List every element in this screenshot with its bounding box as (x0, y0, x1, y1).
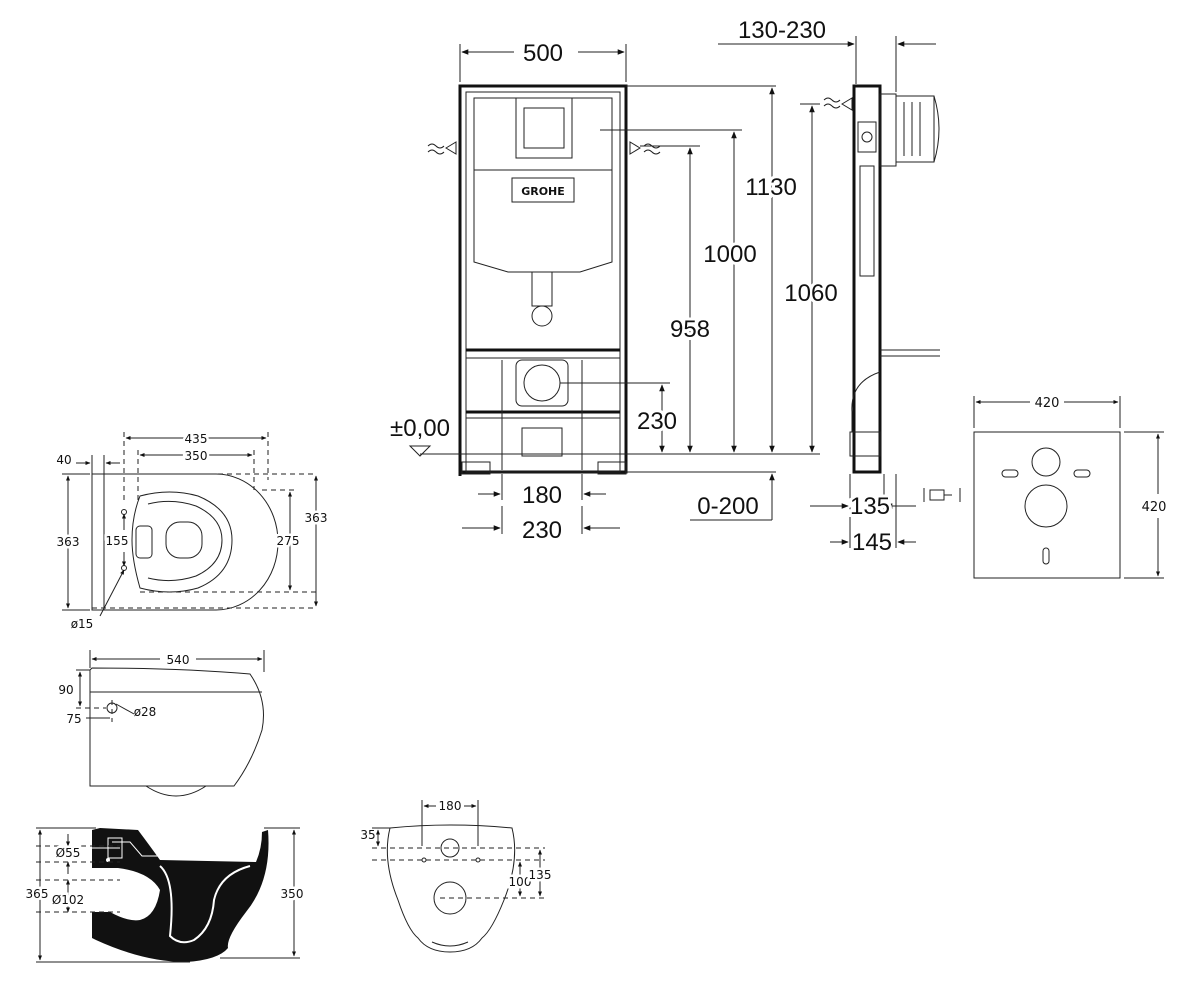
bowl-top-outline (91, 473, 279, 611)
flush-actuator (879, 93, 897, 167)
bowl-dim-155: 155 (106, 534, 129, 548)
bowl-dim-363-left: 363 (57, 535, 80, 549)
rear-inlet (440, 838, 460, 858)
bowl-rear-outline (386, 824, 516, 953)
dim-side-135: 135 (850, 493, 890, 520)
left-foot (461, 461, 491, 475)
rear-dim-100: 100 (509, 875, 532, 889)
bowl-top-rim (131, 491, 233, 593)
dim-height-958: 958 (670, 316, 710, 343)
plate-hole-bottom (1024, 484, 1068, 528)
floor-level-label: ±0,00 (390, 415, 450, 442)
plate-dim-width: 420 (1035, 396, 1060, 411)
frame-outline (458, 84, 628, 474)
plate-outline (973, 431, 1121, 579)
bowl-section-body (92, 828, 269, 962)
bowl-side-base (145, 785, 207, 797)
plate-slot-left (1001, 469, 1019, 478)
bowl-side-outline (89, 667, 264, 787)
bowl-dim-75: 75 (66, 712, 81, 726)
bowl-dim-365: 365 (26, 887, 49, 901)
dim-depth-130-230: 130-230 (738, 17, 826, 44)
rear-dim-135: 135 (529, 868, 552, 882)
bowl-dim-d102: Ø102 (52, 893, 84, 907)
dim-height-1060: 1060 (784, 280, 837, 307)
side-frame-post (852, 84, 882, 474)
dim-side-145: 145 (852, 529, 892, 556)
dim-height-1130: 1130 (745, 174, 797, 201)
plate-dim-height: 420 (1142, 500, 1167, 515)
dim-height-230: 230 (637, 408, 677, 435)
brand-text: GROHE (521, 185, 565, 198)
brand-logo (511, 177, 575, 203)
bolt-icon (929, 489, 945, 501)
cistern (473, 97, 613, 273)
right-foot (597, 461, 627, 475)
side-waste-bend (851, 371, 881, 433)
bowl-dim-d15: ø15 (71, 617, 94, 631)
dim-width-500: 500 (523, 40, 563, 67)
bowl-dim-40: 40 (56, 453, 71, 467)
rear-dim-35: 35 (360, 828, 375, 842)
bowl-dim-350-section: 350 (281, 887, 304, 901)
plate-slot-right (1073, 469, 1091, 478)
water-inlet-right (629, 141, 641, 155)
bowl-dim-d55: Ø55 (56, 846, 81, 860)
flush-pipe (531, 271, 553, 307)
flush-inlet (135, 525, 153, 559)
flush-plate-opening (515, 97, 573, 159)
rear-outlet (433, 881, 467, 915)
bowl-top-view: 435 350 40 363 363 275 155 ø15 (54, 430, 330, 632)
bowl-top-hole (165, 521, 203, 559)
bowl-section-view: Ø55 Ø102 365 350 (23, 827, 306, 963)
bowl-dim-d28: ø28 (134, 705, 157, 719)
rear-dim-180: 180 (439, 799, 462, 813)
side-bracket (857, 121, 877, 153)
water-inlet-left (445, 141, 457, 155)
dim-height-1000: 1000 (703, 241, 756, 268)
soundproof-plate: 420 420 (973, 396, 1167, 579)
bowl-dim-90: 90 (58, 683, 73, 697)
dim-spacing-180: 180 (522, 482, 562, 509)
waste-pipe (521, 427, 563, 457)
plate-hole-top (1031, 447, 1061, 477)
bowl-dim-275: 275 (277, 534, 300, 548)
bowl-dim-350: 350 (185, 449, 208, 463)
dim-adjust-0-200: 0-200 (697, 493, 758, 520)
floor-level-marker (408, 445, 432, 457)
plate-slot-bottom (1042, 547, 1050, 565)
bowl-rear-view: 180 35 100 135 (360, 799, 554, 953)
bowl-dim-435: 435 (185, 432, 208, 446)
frame-side-view: 130-230 1060 135 145 (718, 17, 961, 559)
bowl-dim-540: 540 (167, 653, 190, 667)
bowl-dim-363-right: 363 (305, 511, 328, 525)
bowl-side-view: 540 90 75 ø28 (58, 650, 265, 797)
frame-front-view: GROHE 500 1130 (390, 40, 820, 544)
dim-spacing-230: 230 (522, 517, 562, 544)
